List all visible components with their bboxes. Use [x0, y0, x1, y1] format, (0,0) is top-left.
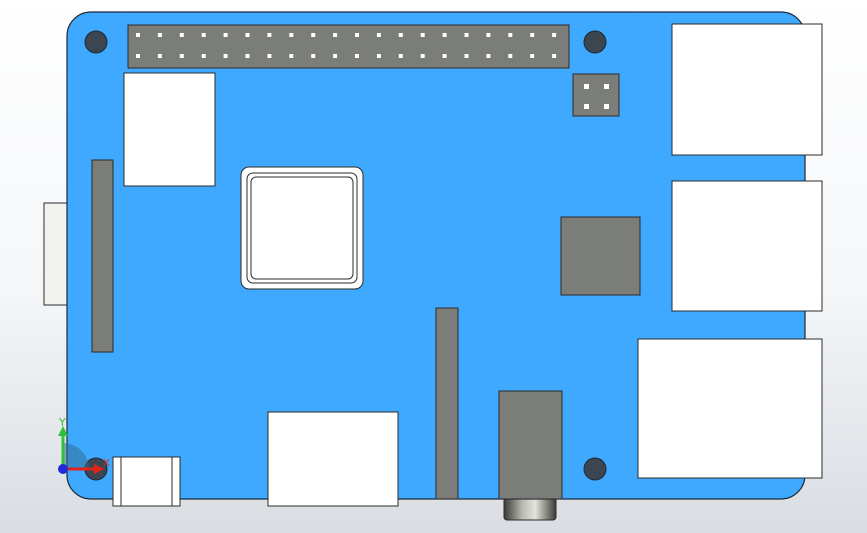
gpio-pin [398, 54, 403, 58]
gpio-pin [245, 54, 250, 58]
gpio-pin [267, 54, 272, 58]
gpio-pin [530, 33, 535, 37]
power-connector [112, 456, 181, 507]
gpio-pins [136, 33, 557, 58]
gray-chip [560, 216, 641, 296]
gpio-pin [245, 33, 250, 37]
gpio-pin [333, 33, 338, 37]
x-axis-label: X [103, 458, 110, 469]
ethernet-port [637, 338, 823, 479]
gpio-pin [376, 33, 381, 37]
gpio-pin [552, 33, 557, 37]
small-header-pins [584, 84, 609, 109]
soc-chip [250, 176, 354, 280]
gpio-pin [442, 33, 447, 37]
gpio-pin [464, 33, 469, 37]
gpio-pin [157, 54, 162, 58]
gpio-pin [179, 54, 184, 58]
small-header-pin [604, 104, 609, 109]
gpio-pin [136, 33, 140, 37]
y-axis-arrow [58, 426, 68, 436]
z-axis-dot [58, 464, 68, 474]
gpio-pin [157, 33, 162, 37]
audio-jack [498, 390, 563, 500]
gpio-pin [289, 54, 294, 58]
gpio-pin [508, 54, 513, 58]
mounting-hole-bottom-right [583, 457, 607, 481]
gpio-pin [398, 33, 403, 37]
gpio-pin [223, 54, 228, 58]
gpio-pin [442, 54, 447, 58]
gpio-pin [355, 54, 359, 58]
usb-port-middle [671, 180, 823, 312]
mounting-hole-top-left [84, 30, 108, 54]
camera-connector [435, 307, 459, 500]
gpio-pin [201, 33, 206, 37]
small-header [572, 73, 620, 117]
gpio-pin [311, 33, 316, 37]
axis-triad: Y X [58, 416, 110, 474]
gpio-pin [136, 54, 140, 58]
display-connector [123, 72, 216, 187]
small-header-pin [584, 104, 589, 109]
usb-port-top [671, 23, 823, 156]
left-connector-strip [91, 159, 114, 353]
small-header-pin [584, 84, 589, 89]
gpio-pin [420, 54, 425, 58]
gpio-pin [530, 54, 535, 58]
side-connector [43, 202, 69, 306]
gpio-pin [486, 33, 491, 37]
gpio-pin [179, 33, 184, 37]
hdmi-port [267, 411, 399, 507]
triad-shadow [63, 443, 89, 469]
gpio-pin [201, 54, 206, 58]
gpio-pin [420, 33, 425, 37]
small-header-pin [604, 84, 609, 89]
gpio-pin [355, 33, 359, 37]
gpio-pin [223, 33, 228, 37]
x-axis-arrow [94, 464, 104, 474]
gpio-header [127, 24, 570, 69]
gpio-pin [486, 54, 491, 58]
gpio-pin [508, 33, 513, 37]
gpio-pin [267, 33, 272, 37]
gpio-pin [376, 54, 381, 58]
gpio-pin [311, 54, 316, 58]
gpio-pin [552, 54, 557, 58]
gpio-pin [333, 54, 338, 58]
gpio-pin [289, 33, 294, 37]
gpio-pin [464, 54, 469, 58]
y-axis-label: Y [58, 416, 66, 429]
mounting-hole-top-right [583, 30, 607, 54]
